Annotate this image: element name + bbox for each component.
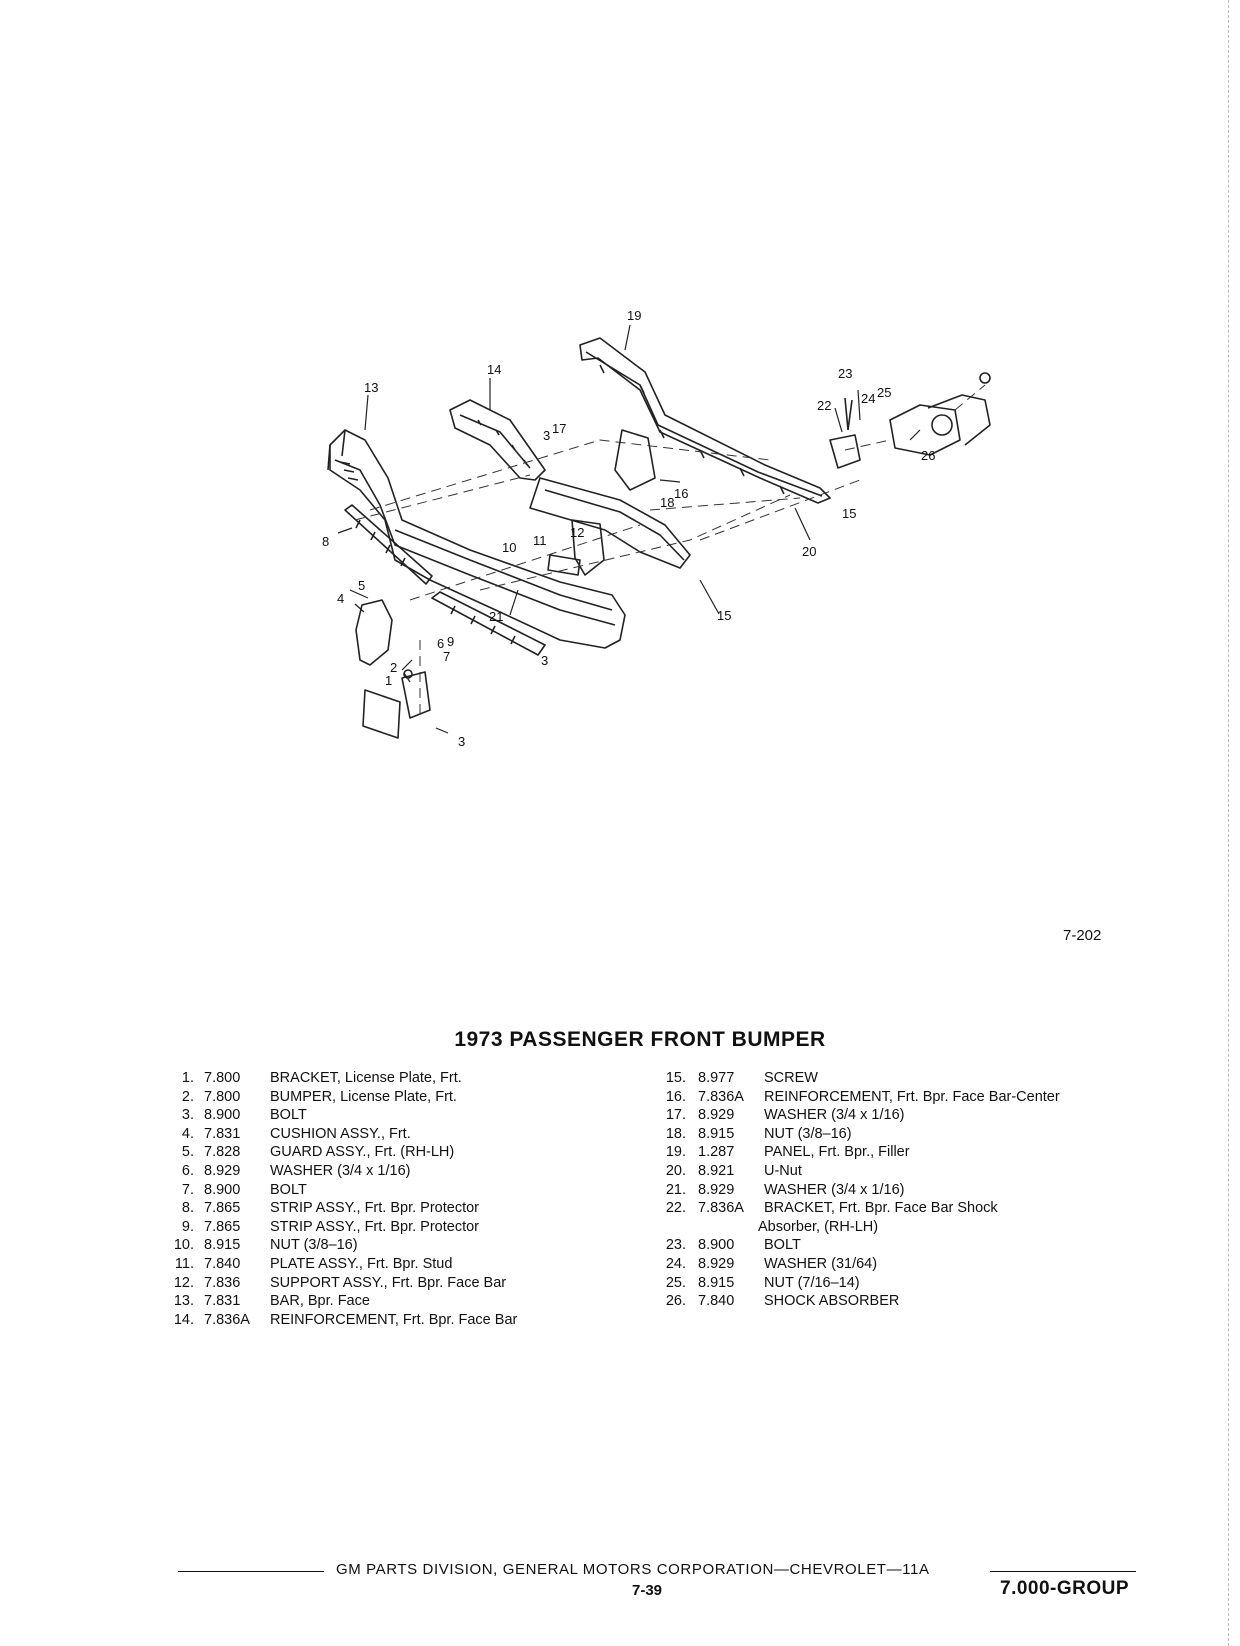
callout: 5 bbox=[358, 578, 365, 593]
callout: 11 bbox=[533, 533, 547, 548]
page-title: 1973 PASSENGER FRONT BUMPER bbox=[454, 1028, 826, 1051]
part-shock-absorber bbox=[829, 372, 991, 469]
part-protector-strips bbox=[344, 504, 546, 656]
callout: 3 bbox=[458, 734, 465, 749]
callout: 15 bbox=[842, 506, 856, 521]
page-number: 7-39 bbox=[632, 1582, 663, 1599]
callout: 14 bbox=[487, 362, 501, 377]
part-row-continuation: Absorber, (RH-LH) bbox=[758, 1218, 879, 1235]
callout: 26 bbox=[921, 448, 935, 463]
callout: 21 bbox=[489, 609, 503, 624]
callout: 15 bbox=[717, 608, 731, 623]
callout: 2 bbox=[390, 660, 397, 675]
part-filler-panel bbox=[579, 337, 831, 504]
callout: 13 bbox=[364, 380, 378, 395]
callout: 17 bbox=[552, 421, 566, 436]
part-guard-and-license-bracket bbox=[355, 599, 431, 739]
exploded-parts-diagram: 19 14 13 17 3 23 24 25 22 26 16 18 15 8 … bbox=[322, 308, 991, 749]
callout-labels: 19 14 13 17 3 23 24 25 22 26 16 18 15 8 … bbox=[322, 308, 935, 749]
callout: 24 bbox=[861, 391, 875, 406]
footer-text: GM PARTS DIVISION, GENERAL MOTORS CORPOR… bbox=[336, 1561, 930, 1578]
callout: 25 bbox=[877, 385, 891, 400]
group-label: 7.000-GROUP bbox=[1000, 1578, 1130, 1599]
leader-lines bbox=[337, 324, 921, 734]
callout: 20 bbox=[802, 544, 816, 559]
assembly-lines bbox=[354, 384, 986, 720]
part-reinforcement-face-bar bbox=[449, 399, 546, 481]
callout: 18 bbox=[660, 495, 674, 510]
footer-rule-right bbox=[990, 1571, 1136, 1572]
callout: 7 bbox=[443, 649, 450, 664]
callout: 1 bbox=[385, 673, 392, 688]
figure-number: 7-202 bbox=[1063, 927, 1102, 944]
callout: 23 bbox=[838, 366, 852, 381]
page-edge bbox=[1228, 0, 1231, 1646]
callout: 3 bbox=[541, 653, 548, 668]
callout: 9 bbox=[447, 634, 454, 649]
callout: 22 bbox=[817, 398, 831, 413]
callout: 16 bbox=[674, 486, 688, 501]
callout: 19 bbox=[627, 308, 641, 323]
callout: 4 bbox=[337, 591, 344, 606]
part-face-bar bbox=[327, 429, 626, 649]
callout: 12 bbox=[570, 525, 584, 540]
footer-rule-left bbox=[178, 1571, 324, 1572]
part-stud-plate bbox=[547, 554, 581, 576]
callout: 3 bbox=[543, 428, 550, 443]
callout: 6 bbox=[437, 636, 444, 651]
callout: 8 bbox=[322, 534, 329, 549]
part-center-reinforcement bbox=[529, 429, 691, 576]
callout: 10 bbox=[502, 540, 516, 555]
